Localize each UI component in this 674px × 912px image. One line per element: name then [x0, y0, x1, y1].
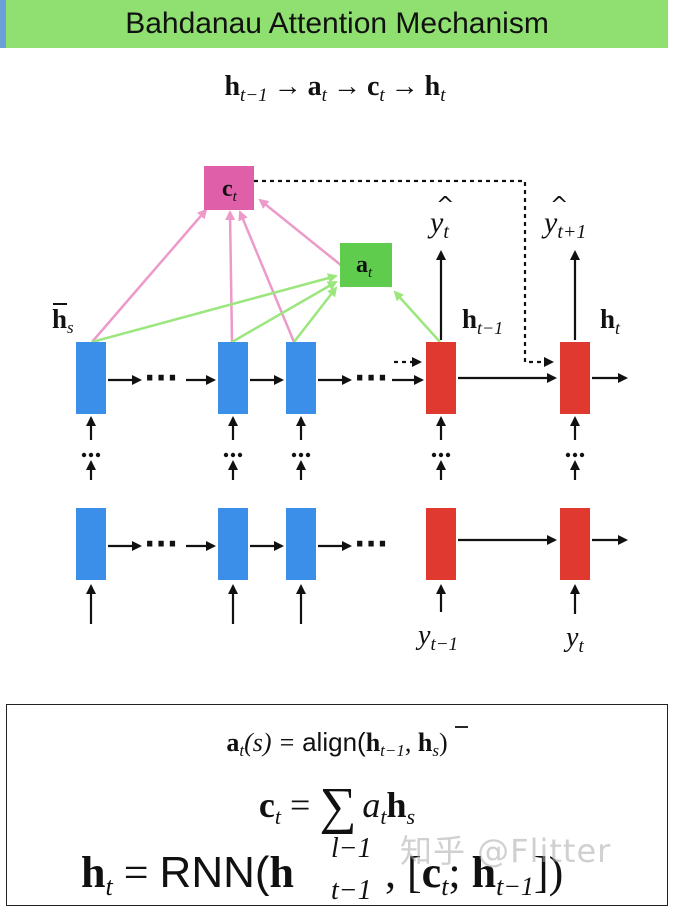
- encoder-cell: [76, 508, 106, 580]
- output-yhat-next-label: yt+1: [541, 206, 586, 243]
- context-node-label: ct: [222, 176, 238, 205]
- svg-text:···: ···: [144, 361, 178, 396]
- eq3-subscript: t−1: [331, 875, 372, 905]
- attention-node-label: at: [356, 252, 373, 281]
- yhat-next-hat: ^: [550, 193, 568, 218]
- diagram-title: Bahdanau Attention Mechanism: [125, 7, 549, 40]
- decoder-cell: [560, 342, 590, 414]
- output-arrows: [436, 250, 580, 340]
- eq3-superscript: l−1: [331, 833, 372, 864]
- svg-text:···: ···: [354, 361, 388, 396]
- equation-align: at(s) = align(ht−1, hs): [226, 727, 447, 760]
- decoder-cell: [560, 508, 590, 580]
- vertical-ellipses: [81, 452, 585, 458]
- context-dashed-path: [254, 179, 554, 367]
- encoder-hidden-label: hs: [52, 304, 74, 337]
- encoder-cell: [76, 342, 106, 414]
- input-y-t-label: yt: [563, 622, 584, 657]
- equation-rnn: ht = RNN(h: [81, 848, 294, 901]
- encoder-cell: [286, 342, 316, 414]
- output-yhat-t-label: yt: [427, 206, 449, 243]
- context-arrows: [91, 198, 343, 343]
- flow-formula: ht−1→at→ct→ht: [224, 71, 446, 106]
- decoder-cells: [426, 342, 590, 580]
- recurrent-arrows: [108, 373, 628, 551]
- layer-arrows: [86, 416, 580, 480]
- title-bar: Bahdanau Attention Mechanism: [0, 0, 668, 48]
- attention-arrows: [91, 273, 441, 344]
- input-y-prev-label: yt−1: [415, 620, 458, 655]
- context-node: [204, 166, 254, 210]
- formula-equations: at(s) = align(ht−1, hs) ct = ∑aths ht = …: [81, 726, 563, 906]
- decoder-cell: [426, 342, 456, 414]
- watermark: 知乎 @Flitter: [400, 832, 612, 870]
- yhat-t-hat: ^: [436, 193, 454, 218]
- attention-diagram: ht−1→at→ct→ht ct at: [52, 71, 628, 657]
- encoder-cell: [218, 342, 248, 414]
- eq3-tail: , [ct; ht−1]): [385, 848, 563, 901]
- decoder-cell: [426, 508, 456, 580]
- encoder-cell: [286, 508, 316, 580]
- attention-node: [340, 243, 392, 287]
- decoder-hidden-label: ht: [600, 304, 621, 338]
- horizontal-ellipses: ··· ··· ··· ···: [144, 361, 388, 562]
- decoder-prev-hidden-label: ht−1: [462, 304, 503, 338]
- formula-box: at(s) = align(ht−1, hs) ct = ∑aths ht = …: [6, 704, 668, 906]
- encoder-cell: [218, 508, 248, 580]
- svg-text:···: ···: [354, 527, 388, 562]
- equation-context: ct = ∑aths: [259, 778, 415, 835]
- svg-text:···: ···: [144, 527, 178, 562]
- encoder-top-row: [76, 342, 316, 414]
- encoder-bottom-row: [76, 508, 316, 580]
- input-arrows: [86, 584, 580, 624]
